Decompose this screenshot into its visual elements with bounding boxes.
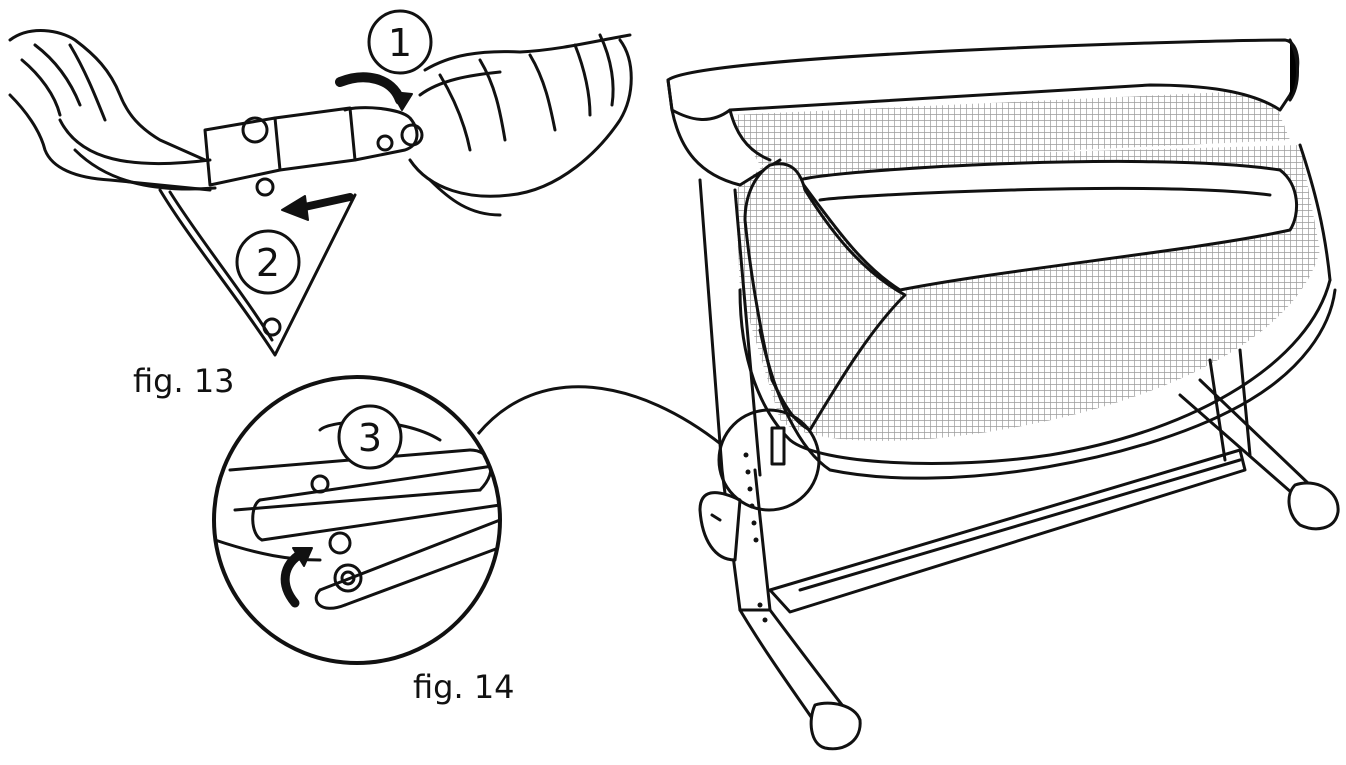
fig13-illustration xyxy=(8,29,633,357)
step-marker-1: 1 xyxy=(367,9,433,75)
fig14-bassinet xyxy=(666,38,1340,751)
step-marker-3: 3 xyxy=(337,404,403,470)
step-marker-2: 2 xyxy=(235,229,301,295)
zoom-connector-line xyxy=(476,385,723,447)
svg-text:2: 2 xyxy=(256,241,280,285)
fig14-caption: fig. 14 xyxy=(413,668,515,706)
svg-text:3: 3 xyxy=(358,416,382,460)
svg-text:1: 1 xyxy=(388,21,412,65)
fig13-caption: fig. 13 xyxy=(133,362,235,400)
